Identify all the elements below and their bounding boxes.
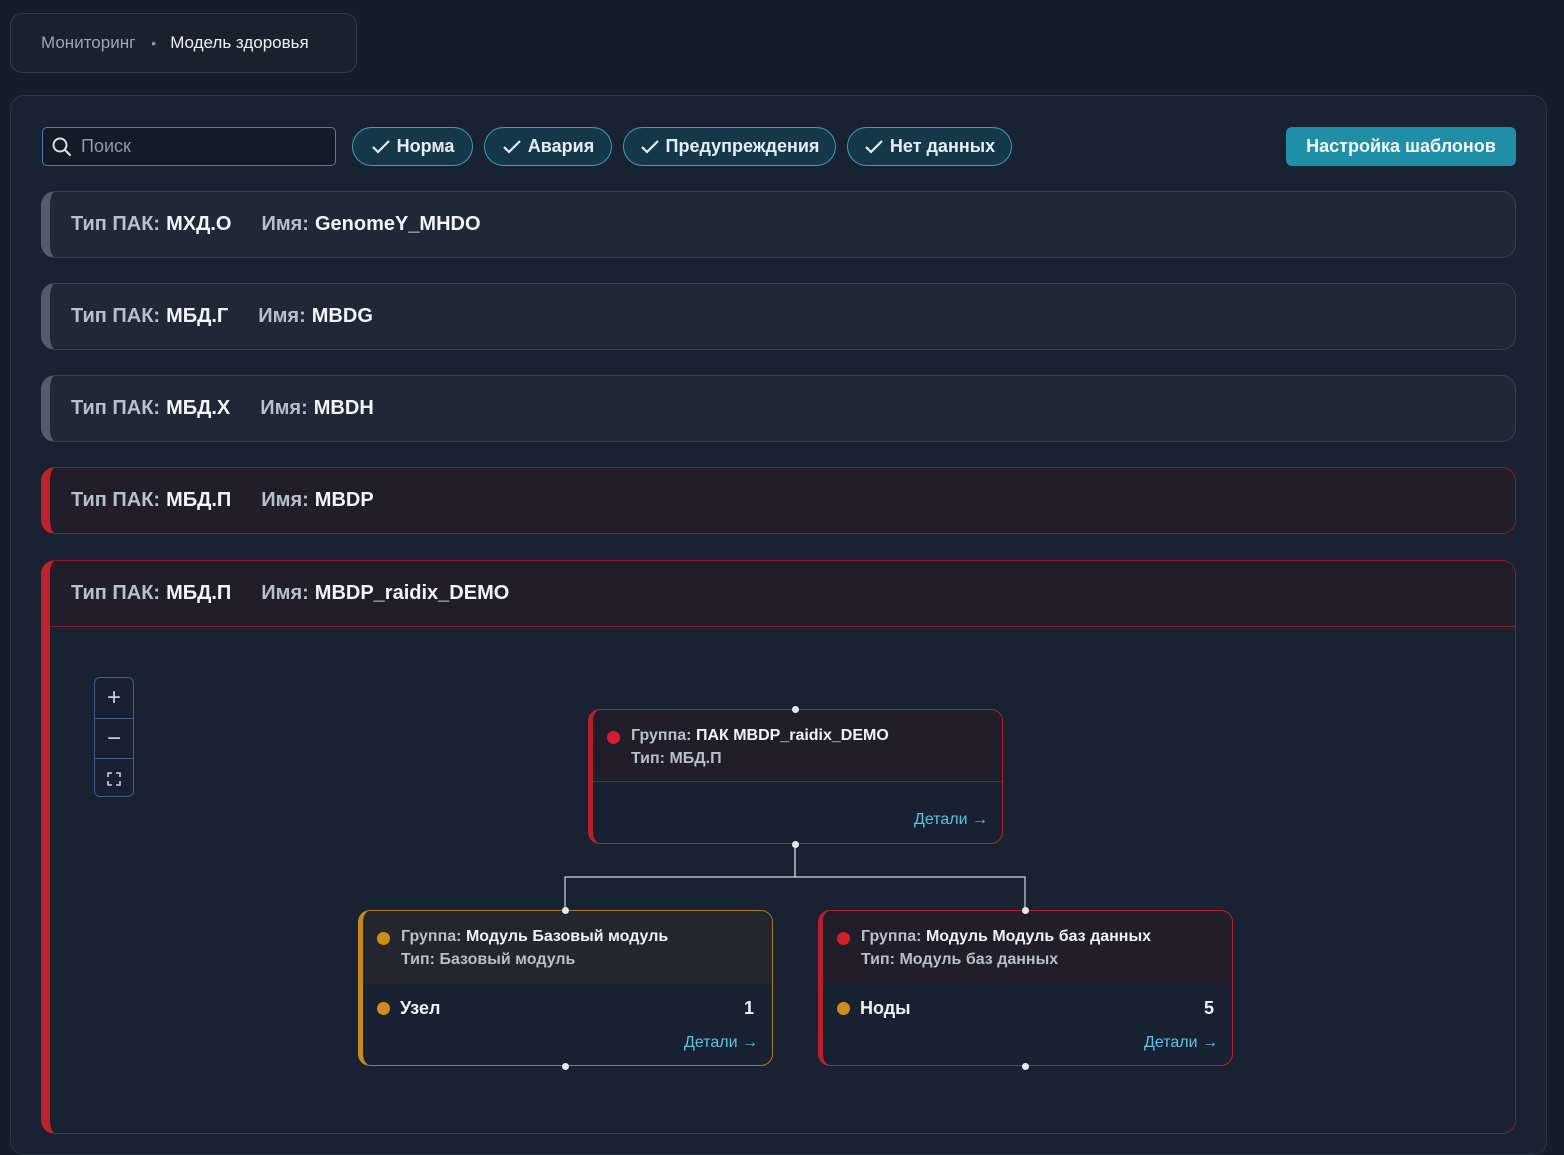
pak-expanded-mbdp-raidix-demo: Тип ПАК: МБД.П Имя: MBDP_raidix_DEMO + − xyxy=(41,560,1516,1134)
fit-view-button[interactable] xyxy=(95,758,133,798)
metric-name: Узел xyxy=(400,998,441,1018)
edge-root-right xyxy=(794,844,1026,910)
metric-value: 1 xyxy=(743,998,754,1018)
pak-name-label: Имя: xyxy=(261,489,309,511)
pak-name-value: MBDG xyxy=(311,305,373,327)
node-type-value: МБД.П xyxy=(669,750,722,767)
filter-chip-label: Предупреждения xyxy=(665,136,820,156)
node-type-label: Тип: xyxy=(631,750,665,767)
node-group-value: Модуль Модуль баз данных xyxy=(925,928,1152,945)
search-icon xyxy=(52,137,72,156)
fit-view-icon xyxy=(107,771,121,786)
node-details-link[interactable]: Детали → xyxy=(1144,1034,1218,1051)
pak-name-value: MBDP_raidix_DEMO xyxy=(314,582,510,604)
node-details-link[interactable]: Детали → xyxy=(684,1034,758,1051)
graph-node-root: Группа: ПАК MBDP_raidix_DEMO Тип: МБД.П … xyxy=(588,709,1003,844)
filter-chip-warnings[interactable]: Предупреждения xyxy=(623,127,836,166)
zoom-controls: + − xyxy=(94,677,134,797)
node-type-value: Базовый модуль xyxy=(439,951,576,968)
filter-chip-alarm[interactable]: Авария xyxy=(484,127,612,166)
pak-row-mbdp[interactable]: Тип ПАК: МБД.П Имя: MBDP xyxy=(41,467,1516,534)
pak-name-value: GenomeY_MHDO xyxy=(314,213,481,235)
pak-type-label: Тип ПАК: xyxy=(71,213,161,235)
pak-type-value: МБД.Х xyxy=(166,397,231,419)
check-icon xyxy=(865,139,883,154)
graph-node-base-module: Группа: Модуль Базовый модуль Тип: Базов… xyxy=(358,910,773,1066)
check-icon xyxy=(503,139,521,154)
node-header: Группа: Модуль Модуль баз данных Тип: Мо… xyxy=(823,911,1232,984)
node-header: Группа: Модуль Базовый модуль Тип: Базов… xyxy=(363,911,772,984)
node-handle-bottom[interactable] xyxy=(792,841,799,848)
pak-type-label: Тип ПАК: xyxy=(71,397,161,419)
node-handle-bottom[interactable] xyxy=(562,1063,569,1070)
pak-type-value: МБД.П xyxy=(166,489,232,511)
pak-type-label: Тип ПАК: xyxy=(71,489,161,511)
node-header: Группа: ПАК MBDP_raidix_DEMO Тип: МБД.П xyxy=(593,710,1002,782)
node-type-label: Тип: xyxy=(861,951,895,968)
search-box[interactable] xyxy=(42,127,336,166)
node-details-link[interactable]: Детали → xyxy=(914,811,988,828)
filter-chip-label: Авария xyxy=(527,136,595,156)
node-group-label: Группа: xyxy=(401,928,462,945)
node-group-value: ПАК MBDP_raidix_DEMO xyxy=(695,727,889,744)
metric-value: 5 xyxy=(1203,998,1214,1018)
check-icon xyxy=(371,139,390,154)
pak-type-value: МХД.О xyxy=(166,213,232,235)
status-dot xyxy=(837,1002,850,1015)
node-metric-row: Узел 1 xyxy=(377,998,754,1019)
node-group-label: Группа: xyxy=(861,928,922,945)
pak-row-mhdo[interactable]: Тип ПАК: МХД.О Имя: GenomeY_MHDO xyxy=(41,191,1516,258)
zoom-in-button[interactable]: + xyxy=(106,684,121,711)
node-type-label: Тип: xyxy=(401,951,435,968)
pak-type-label: Тип ПАК: xyxy=(71,582,161,604)
status-dot xyxy=(607,731,620,744)
pak-expanded-header[interactable]: Тип ПАК: МБД.П Имя: MBDP_raidix_DEMO xyxy=(50,561,1515,627)
pak-name-value: MBDH xyxy=(313,397,374,419)
pak-name-label: Имя: xyxy=(258,305,306,327)
node-handle-top[interactable] xyxy=(562,907,569,914)
search-input[interactable] xyxy=(79,135,323,158)
status-dot xyxy=(377,932,390,945)
filter-chip-norm[interactable]: Норма xyxy=(352,127,473,166)
pak-type-value: МБД.П xyxy=(166,582,232,604)
edge-root-left xyxy=(564,844,796,910)
main-panel: Норма Авария Предупреждения Нет данных Н… xyxy=(10,95,1547,1155)
pak-row-mbdh[interactable]: Тип ПАК: МБД.Х Имя: MBDH xyxy=(41,375,1516,442)
breadcrumb-separator: • xyxy=(151,35,157,51)
breadcrumb-item-health-model: Модель здоровья xyxy=(170,33,309,52)
node-handle-top[interactable] xyxy=(1022,907,1029,914)
pak-type-label: Тип ПАК: xyxy=(71,305,161,327)
pak-name-value: MBDP xyxy=(314,489,374,511)
node-handle-top[interactable] xyxy=(792,706,799,713)
graph-node-database-module: Группа: Модуль Модуль баз данных Тип: Мо… xyxy=(818,910,1233,1066)
filter-chip-label: Норма xyxy=(396,136,455,156)
check-icon xyxy=(640,139,659,154)
filter-chip-label: Нет данных xyxy=(889,136,996,156)
status-dot xyxy=(837,932,850,945)
breadcrumb-item-monitoring[interactable]: Мониторинг xyxy=(41,33,136,52)
node-metric-row: Ноды 5 xyxy=(837,998,1214,1019)
pak-name-label: Имя: xyxy=(260,397,308,419)
pak-type-value: МБД.Г xyxy=(166,305,229,327)
metric-name: Ноды xyxy=(860,998,911,1018)
graph-edges xyxy=(564,844,1026,910)
breadcrumb: Мониторинг • Модель здоровья xyxy=(10,13,357,73)
node-type-value: Модуль баз данных xyxy=(899,951,1059,968)
node-group-label: Группа: xyxy=(631,727,692,744)
zoom-out-button[interactable]: − xyxy=(95,718,133,758)
pak-name-label: Имя: xyxy=(261,582,309,604)
node-handle-bottom[interactable] xyxy=(1022,1063,1029,1070)
filter-chip-no-data[interactable]: Нет данных xyxy=(847,127,1012,166)
pak-name-label: Имя: xyxy=(261,213,309,235)
pak-row-mbdg[interactable]: Тип ПАК: МБД.Г Имя: MBDG xyxy=(41,283,1516,350)
templates-settings-button[interactable]: Настройка шаблонов xyxy=(1286,127,1516,166)
status-dot xyxy=(377,1002,390,1015)
node-group-value: Модуль Базовый модуль xyxy=(465,928,669,945)
